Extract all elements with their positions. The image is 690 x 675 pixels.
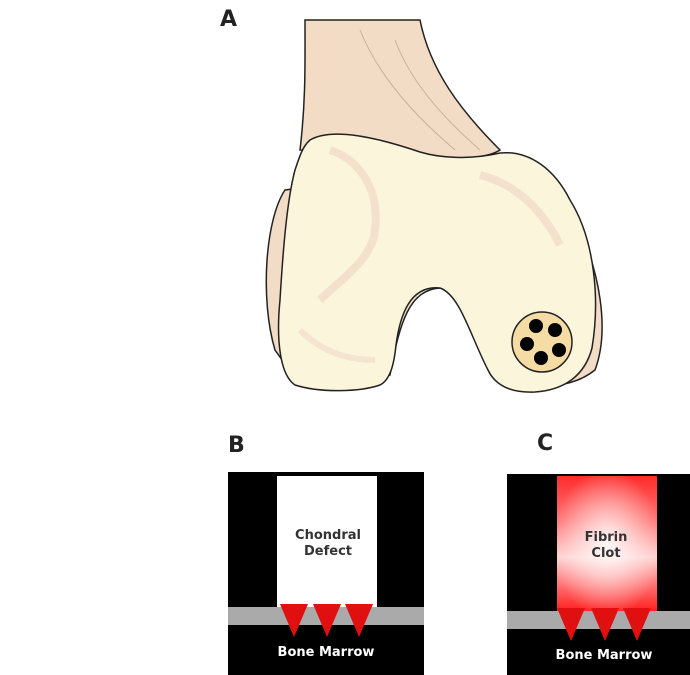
- marrow-label-b: Bone Marrow: [278, 645, 375, 660]
- microfracture-cones-b-icon: [280, 604, 373, 637]
- marrow-label-c: Bone Marrow: [556, 648, 653, 663]
- defect-label-line2: Defect: [304, 544, 352, 559]
- femur-illustration: [266, 20, 602, 392]
- microfracture-cones-c-icon: [557, 608, 651, 641]
- panel-b-diagram: Chondral Defect Bone Marrow: [228, 472, 424, 675]
- microfracture-site-icon: [512, 312, 572, 372]
- panel-c-diagram: Fibrin Clot Bone Marrow: [507, 474, 690, 675]
- clot-label-line2: Clot: [591, 546, 620, 561]
- clot-label-line1: Fibrin: [585, 530, 628, 545]
- defect-label-line1: Chondral: [295, 528, 361, 543]
